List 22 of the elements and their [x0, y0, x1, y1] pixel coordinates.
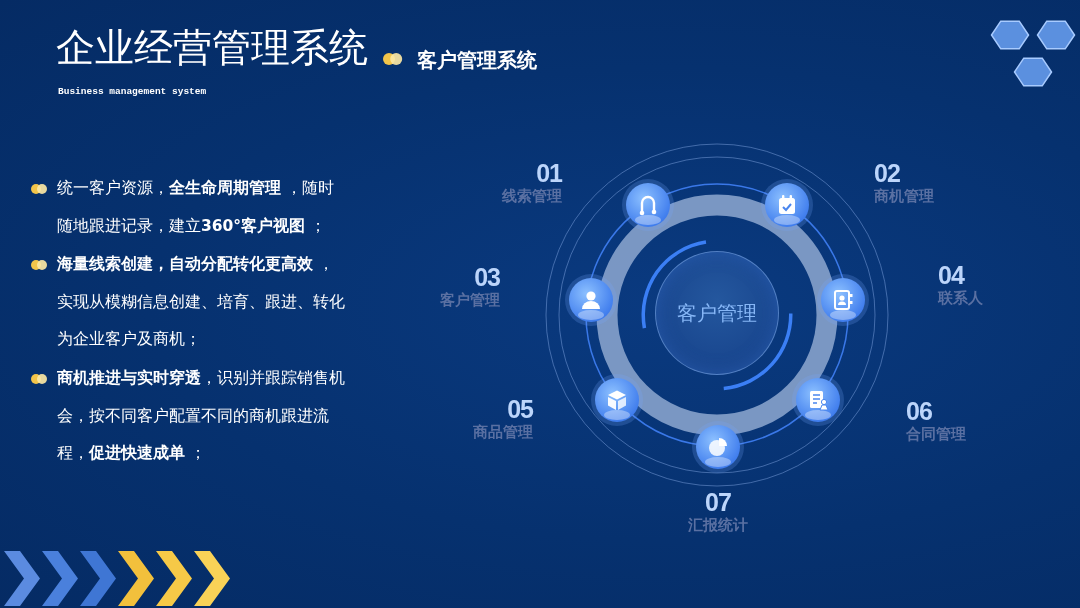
- item-number: 01: [536, 160, 562, 186]
- bullet-text: 海量线索创建，自动分配转化更高效 ，实现从模糊信息创建、培育、跟进、转化为企业客户及商机；: [57, 254, 346, 351]
- slide-title: 企业经营管理系统: [56, 25, 368, 71]
- center-circle: [655, 251, 779, 375]
- bullet-text: 统一客户资源，全生命周期管理 ，随时随地跟进记录，建立360°客户视图 ；: [57, 178, 335, 237]
- item-heading: 线索管理: [502, 187, 562, 205]
- item-number: 06: [906, 398, 932, 424]
- item-number: 07: [705, 489, 731, 515]
- subtitle-english: Business management system: [58, 86, 207, 98]
- item-heading: 合同管理: [906, 425, 966, 443]
- item-heading: 汇报统计: [688, 516, 748, 534]
- item-heading: 联系人: [938, 289, 983, 307]
- item-number: 04: [938, 262, 964, 288]
- node-label: 客户管理: [677, 301, 757, 325]
- item-heading: 商机管理: [874, 187, 934, 205]
- item-heading: 商品管理: [473, 423, 533, 441]
- item-number: 03: [474, 264, 500, 290]
- item-number: 02: [874, 160, 900, 186]
- item-heading: 客户管理: [440, 291, 500, 309]
- bullet-text: 商机推进与实时穿透，识别并跟踪销售机会，按不同客户配置不同的商机跟进流程，促进快速成单 ；: [57, 368, 346, 465]
- item-number: 05: [507, 396, 533, 422]
- subtitle: 客户管理系统: [417, 48, 537, 72]
